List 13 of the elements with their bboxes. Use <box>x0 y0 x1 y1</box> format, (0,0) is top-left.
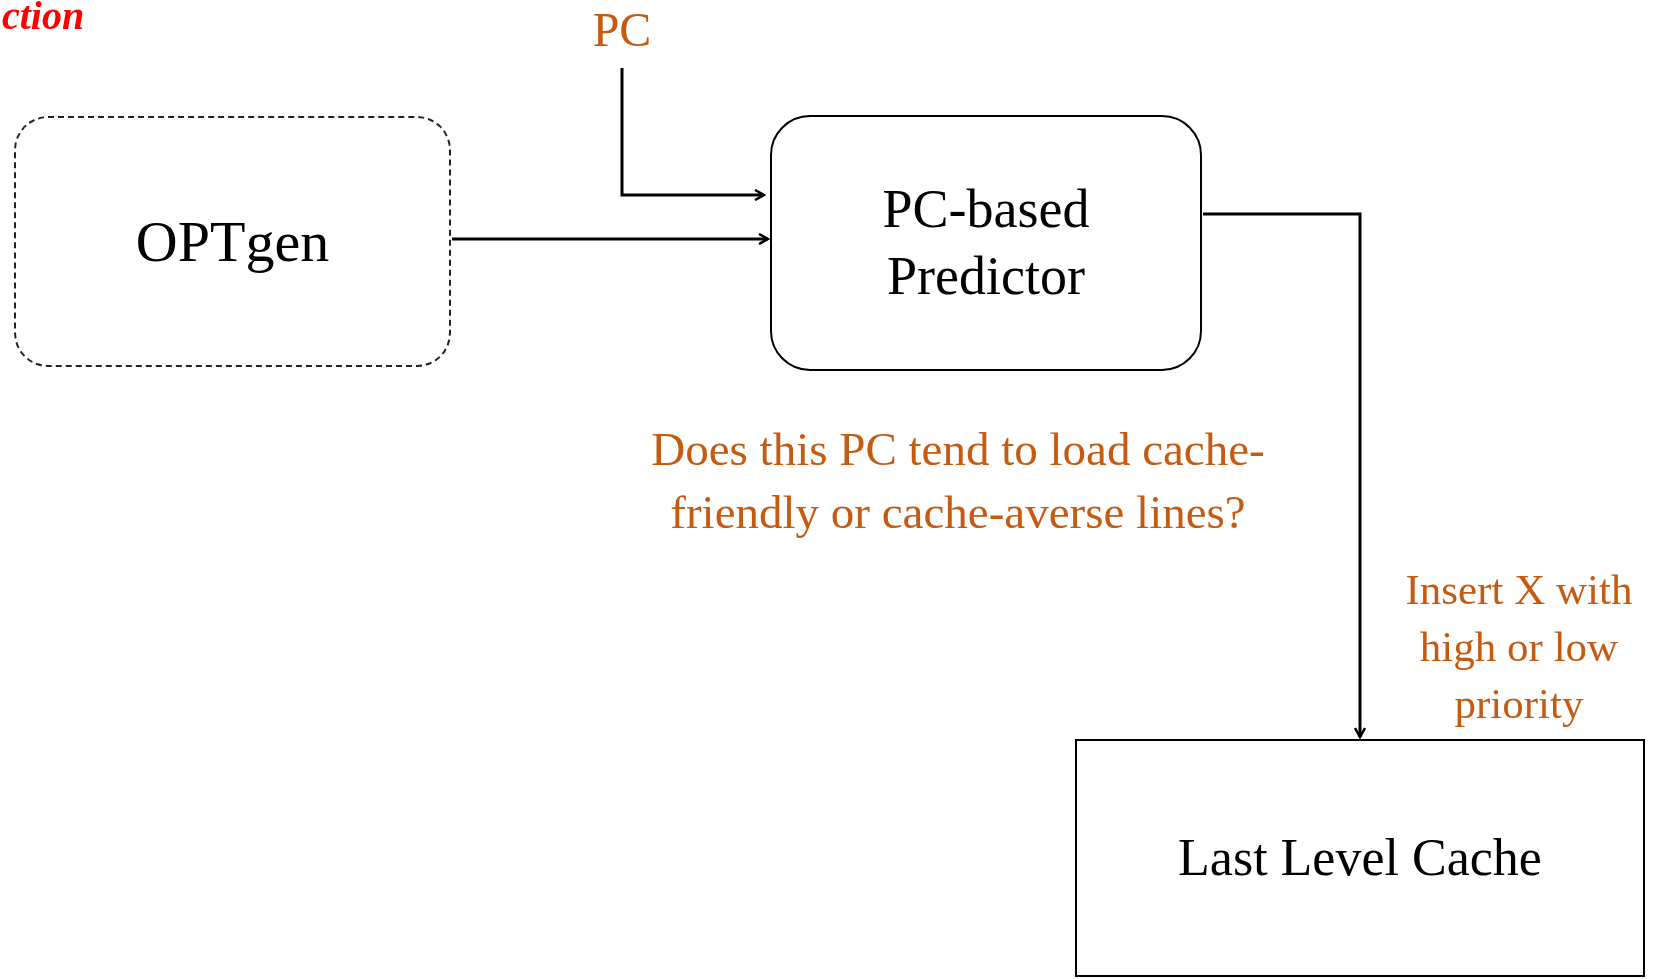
node-label: PC-based Predictor <box>881 177 1091 308</box>
node-label: PC <box>592 6 652 54</box>
node-label: OPTgen <box>135 208 330 276</box>
cache-box <box>1075 739 1645 977</box>
node-label: Last Level Cache <box>1178 828 1542 888</box>
arrow <box>452 232 770 246</box>
heading-fragment: ction <box>2 0 85 36</box>
arrow <box>1203 212 1367 739</box>
predictor-box <box>770 115 1202 371</box>
note-text: Does this PC tend to load cache-friendly or cache-averse lines? <box>650 422 1266 541</box>
process-box <box>14 116 451 367</box>
arrow <box>620 68 766 202</box>
edge-label: Insert X with high or low priority <box>1404 565 1634 729</box>
